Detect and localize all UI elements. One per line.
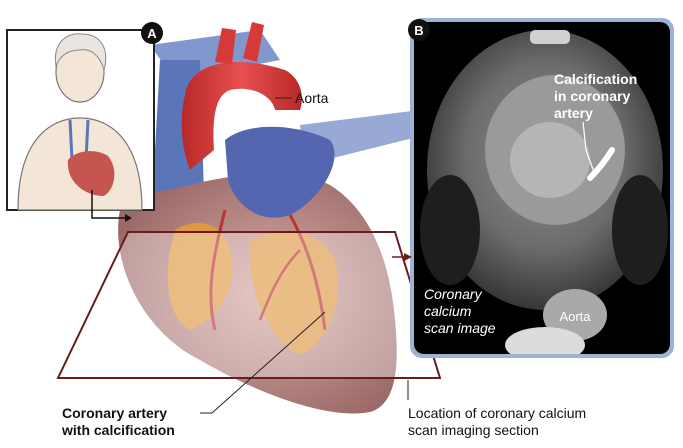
scan-heart-inner: [510, 122, 590, 198]
scan-aorta-label: Aorta: [559, 309, 591, 324]
panel-a-badge-label: A: [147, 26, 157, 41]
panel-a: A: [7, 22, 163, 222]
calcification-label-line2: in coronary: [554, 88, 630, 104]
scan-sternum: [530, 30, 570, 44]
scan-lung-left: [420, 175, 480, 285]
aorta-label: Aorta: [295, 90, 329, 106]
scan-plane: [58, 232, 440, 378]
panel-b-badge-label: B: [414, 23, 423, 38]
scan-image-label-line2: calcium: [424, 303, 472, 319]
scan-image-label-line3: scan image: [424, 320, 496, 336]
location-label-line2: scan imaging section: [408, 422, 539, 438]
scan-image-label-line1: Coronary: [424, 286, 483, 302]
location-label-line1: Location of coronary calcium: [408, 405, 586, 421]
scan-lung-right: [612, 175, 668, 285]
panel-b: B Calcification in coronary artery Coron…: [408, 18, 674, 363]
calcification-label-line3: artery: [554, 105, 593, 121]
calcification-label-line1: Calcification: [554, 71, 637, 87]
coronary-label-line1: Coronary artery: [62, 405, 167, 421]
coronary-label-line2: with calcification: [61, 422, 175, 438]
